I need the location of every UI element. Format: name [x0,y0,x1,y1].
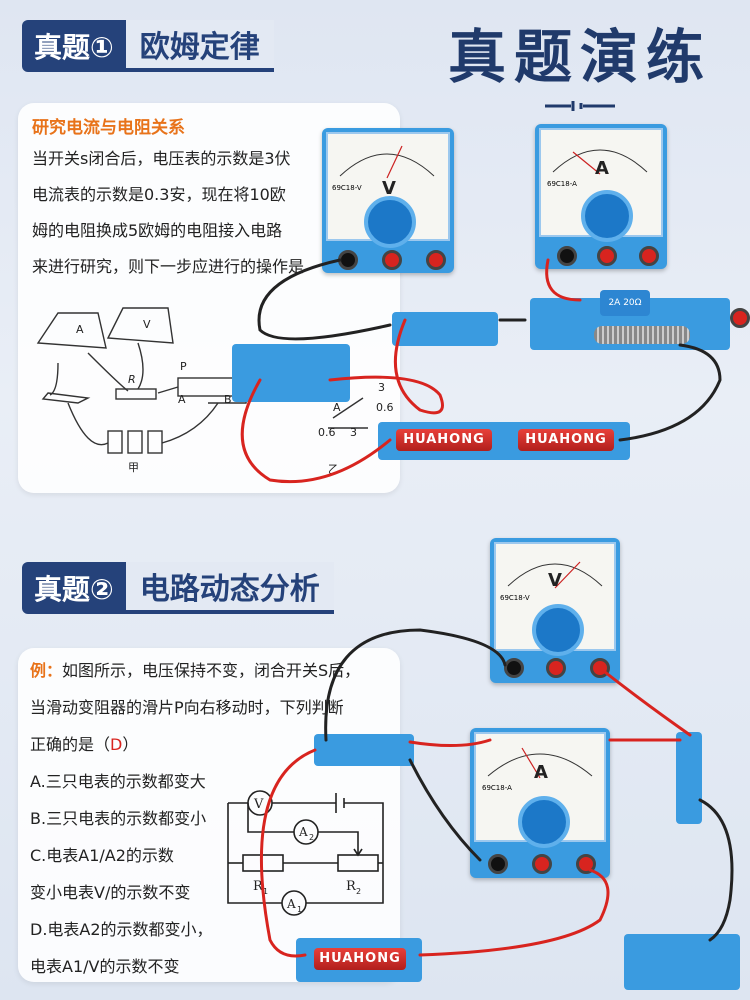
sketch-label: 3 [350,426,357,439]
sketch-label: V [143,318,151,331]
switch-2 [624,934,740,990]
option-c-cont: 变小电表V/的示数不变 [30,883,191,902]
sketch-label: P [180,360,187,373]
terminal-positive[interactable] [532,854,552,874]
battery: HUAHONG [518,429,614,451]
meter-model: 69C18-A [482,784,512,792]
zero-adjust-knob[interactable] [364,196,416,248]
terminal-positive[interactable] [426,250,446,270]
meter-letter: V [382,178,396,199]
card-1-line: 来进行研究，则下一步应进行的操作是 [32,257,305,276]
sketch-label: 0.6 [376,401,394,414]
card-1-line: 当开关s闭合后，电压表的示数是3伏 [32,149,291,168]
sketch-label: A [76,323,84,336]
circuit-label: R [346,879,357,894]
option-d: D.电表A2的示数都变小， [30,920,213,939]
rheostat-terminal[interactable] [730,308,750,328]
sketch-label: 乙 [328,463,339,476]
sketch-label: 3 [378,381,385,394]
circuit-label: R [253,879,264,894]
circuit-label: A [286,897,296,911]
circuit-label: 2 [309,833,314,842]
header-1-badge: 真题① [22,20,126,72]
voltmeter-1: V 69C18-V [322,128,454,273]
zero-adjust-knob[interactable] [518,796,570,848]
terminal-negative[interactable] [488,854,508,874]
circuit-diagram: V A 2 R 1 R 2 A 1 [227,790,384,916]
option-b: B.三只电表的示数都变小 [30,809,207,828]
meter-letter: A [534,762,548,783]
question-text: 如图所示，电压保持不变，闭合开关S后， [62,661,361,680]
terminal-negative[interactable] [504,658,524,678]
option-a: A.三只电表的示数都变大 [30,772,206,791]
meter-model: 69C18-A [547,180,577,188]
question-text: 正确的是（ [30,735,111,754]
sketch-label: 甲 [128,461,139,474]
circuit-label: 1 [263,887,268,896]
rheostat-slider[interactable]: 2A 20Ω [600,290,650,316]
answer: D [110,735,123,754]
circuit-label: 2 [356,887,361,896]
switch-1 [232,344,350,402]
header-2: 真题② 电路动态分析 [22,562,334,614]
meter-letter: V [548,570,562,591]
battery: HUAHONG [314,948,406,970]
header-2-badge: 真题② [22,562,126,614]
meter-letter: A [595,158,609,179]
circuit-label: V [253,797,264,812]
zero-adjust-knob[interactable] [532,604,584,656]
connector-block [314,734,414,766]
terminal-positive[interactable] [382,250,402,270]
card-1-heading: 研究电流与电阻关系 [32,118,185,138]
example-lead: 例： [30,661,63,680]
card-2-body: 例：如图所示，电压保持不变，闭合开关S后， 当滑动变阻器的滑片P向右移动时，下列… [30,652,402,985]
option-c: C.电表A1/A2的示数 [30,846,174,865]
rheostat-coil [594,326,690,344]
main-title: 真题演练 [448,23,713,91]
header-1: 真题① 欧姆定律 [22,20,274,72]
battery-symbol-icon [545,96,615,111]
sketch-label: A [333,401,341,414]
option-d-cont: 电表A1/V的示数不变 [30,957,180,976]
question-text: 当滑动变阻器的滑片P向右移动时，下列判断 [30,698,344,717]
header-1-title: 欧姆定律 [125,20,274,72]
card-1-body: 当开关s闭合后，电压表的示数是3伏 电流表的示数是0.3安，现在将10欧 姆的电… [32,141,402,285]
sketch-label: A [178,393,186,406]
resistor-block [676,732,702,824]
terminal-positive[interactable] [546,658,566,678]
sketch-label: 0.6 [318,426,336,439]
connector-block [392,312,498,346]
meter-model: 69C18-V [500,594,530,602]
sketch-label: R [128,373,136,386]
terminal-positive[interactable] [597,246,617,266]
terminal-positive[interactable] [639,246,659,266]
ammeter-1: A 69C18-A [535,124,667,269]
rheostat: 2A 20Ω [530,290,730,350]
zero-adjust-knob[interactable] [581,190,633,242]
terminal-negative[interactable] [557,246,577,266]
voltmeter-2: V 69C18-V [490,538,620,683]
question-card-2: 例：如图所示，电压保持不变，闭合开关S后， 当滑动变阻器的滑片P向右移动时，下列… [18,648,400,982]
meter-model: 69C18-V [332,184,362,192]
header-2-title: 电路动态分析 [125,562,334,614]
question-text: ） [122,735,139,754]
circuit-label: 1 [297,905,302,914]
sketch-label: B [224,393,232,406]
battery: HUAHONG [396,429,492,451]
card-1-line: 电流表的示数是0.3安，现在将10欧 [32,185,286,204]
card-1-line: 姆的电阻换成5欧姆的电阻接入电路 [32,221,283,240]
circuit-label: A [298,825,308,839]
